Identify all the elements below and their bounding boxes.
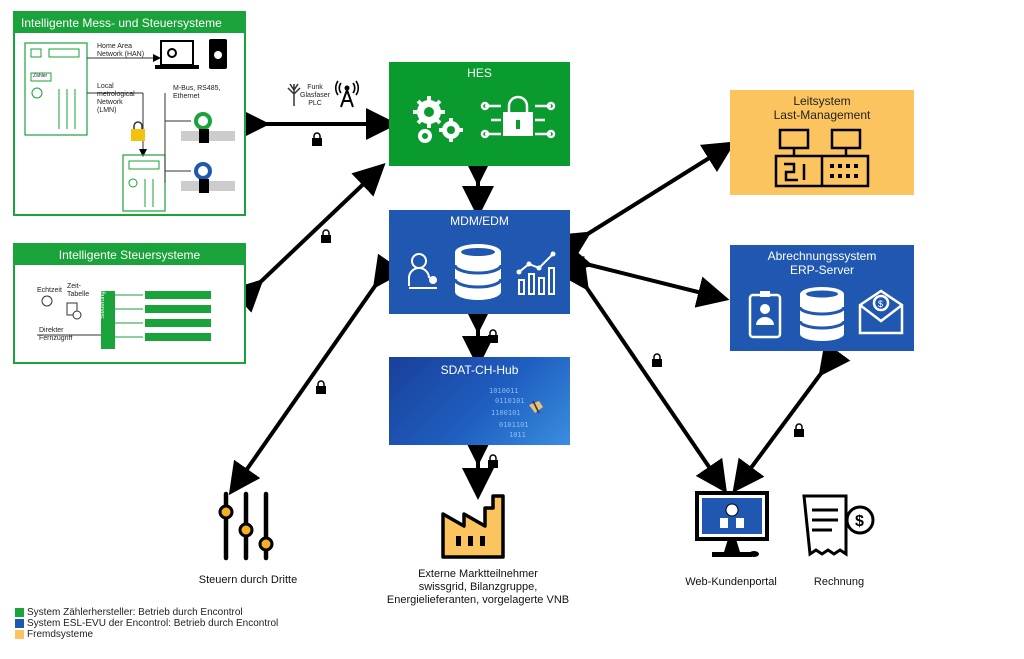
control-room-icon — [774, 128, 870, 188]
steuerung-label: Steuerung — [100, 291, 106, 319]
legend-item-green: System Zählerhersteller: Betrieb durch E… — [15, 607, 278, 618]
analytics-chart-icon — [516, 251, 556, 295]
leitsystem-box: Leitsystem Last-Management — [730, 90, 914, 195]
web-portal-monitor-icon — [695, 491, 769, 557]
gears-icon — [413, 96, 463, 143]
arrow-mdm-web — [557, 255, 728, 494]
plc-label: PLC — [308, 100, 322, 107]
svg-text:1011: 1011 — [509, 431, 526, 439]
direkter-label: Direkter Fernzugriff — [39, 327, 73, 342]
svg-text:$: $ — [855, 513, 864, 530]
echtzeit-label: Echtzeit — [37, 287, 62, 294]
panel-steuer-illustration — [37, 291, 211, 349]
panel-title: Intelligente Steuersysteme — [15, 245, 244, 265]
sliders-icon — [218, 491, 274, 561]
legend: System Zählerhersteller: Betrieb durch E… — [15, 607, 278, 640]
antenna-icon — [287, 83, 301, 106]
contact-card-icon — [748, 291, 782, 339]
mdm-title: MDM/EDM — [450, 214, 509, 228]
sdat-title: SDAT-CH-Hub — [440, 363, 519, 377]
arrow-mdm-steuern — [228, 253, 405, 496]
externe-line-1: Externe Marktteilnehmer — [418, 568, 538, 580]
svg-text:1100101: 1100101 — [491, 409, 521, 417]
externe-line-3: Energielieferanten, vorgelagerte VNB — [386, 594, 570, 606]
abrechnung-title-2: ERP-Server — [789, 263, 854, 277]
arrow-abrechnung-web — [732, 341, 851, 493]
legend-label: System ESL-EVU der Encontrol: Betrieb du… — [27, 618, 279, 629]
lock-icon — [488, 329, 498, 343]
funk-label: Funk — [307, 84, 323, 91]
steuern-caption: Steuern durch Dritte — [198, 574, 298, 586]
arrow-mdm-abrechnung — [558, 242, 730, 308]
lock-icon — [488, 454, 498, 468]
legend-item-orange: Fremdsysteme — [15, 629, 278, 640]
svg-text:$: $ — [878, 299, 883, 309]
rechnung-caption: Rechnung — [813, 576, 865, 588]
leitsystem-title-2: Last-Management — [773, 108, 871, 122]
legend-swatch — [15, 608, 24, 617]
abrechnung-box: Abrechnungssystem ERP-Server $ — [730, 245, 914, 351]
glasfaser-label: Glasfaser — [300, 92, 330, 99]
panel-steuersysteme: Intelligente Steuersysteme Echtzeit Zeit… — [13, 243, 246, 364]
arrow-steuer-hes — [229, 162, 386, 313]
meter-label: Zähler — [33, 73, 48, 79]
mdm-box: MDM/EDM — [389, 210, 570, 314]
lock-icon — [321, 229, 331, 243]
invoice-mail-icon: $ — [858, 289, 904, 335]
abrechnung-title-1: Abrechnungssystem — [767, 249, 877, 263]
factory-icon — [441, 494, 505, 559]
zeittabelle-label: Zeit-Tabelle — [67, 283, 90, 298]
han-label: Home Area Network (HAN) — [97, 43, 145, 58]
externe-caption: Externe Marktteilnehmer swissgrid, Bilan… — [366, 568, 590, 607]
svg-text:1010011: 1010011 — [489, 387, 519, 395]
user-settings-icon — [408, 253, 437, 289]
externe-line-2: swissgrid, Bilanzgruppe, — [418, 581, 538, 593]
svg-text:0101101: 0101101 — [499, 421, 529, 429]
panel-mess-illustration — [24, 39, 235, 212]
invoice-icon: $ — [802, 494, 875, 557]
lock-icon — [312, 132, 322, 146]
legend-item-blue: System ESL-EVU der Encontrol: Betrieb du… — [15, 618, 278, 629]
server-database-icon — [798, 287, 846, 341]
lmn-label: Local metrological Network (LMN) — [97, 83, 135, 114]
secure-network-icon — [480, 95, 556, 139]
legend-swatch — [15, 630, 24, 639]
lock-icon — [316, 380, 326, 394]
sdat-box: SDAT-CH-Hub 1010011 0110101 1100101 0101101… — [389, 357, 570, 445]
hes-title: HES — [467, 66, 492, 80]
legend-label: Fremdsysteme — [27, 629, 94, 640]
arrow-mdm-leitsystem — [555, 141, 736, 263]
link-labels: Funk Glasfaser PLC — [300, 84, 330, 108]
radio-tower-icon — [334, 80, 360, 108]
leitsystem-title-1: Leitsystem — [793, 94, 851, 108]
legend-label: System Zählerhersteller: Betrieb durch E… — [27, 607, 243, 618]
web-caption: Web-Kundenportal — [685, 576, 777, 588]
hes-box: HES — [389, 62, 570, 166]
mbus-label: M-Bus, RS485, Ethernet — [173, 85, 221, 100]
legend-swatch — [15, 619, 24, 628]
data-stream-graphic: 1010011 0110101 1100101 0101101 1011 — [489, 387, 543, 439]
panel-mess-steuersysteme: Intelligente Mess- und Steuersysteme — [13, 11, 246, 216]
svg-text:0110101: 0110101 — [495, 397, 525, 405]
lock-icon — [652, 353, 662, 367]
lock-icon — [794, 423, 804, 437]
panel-title: Intelligente Mess- und Steuersysteme — [15, 13, 244, 33]
database-icon — [453, 244, 503, 300]
